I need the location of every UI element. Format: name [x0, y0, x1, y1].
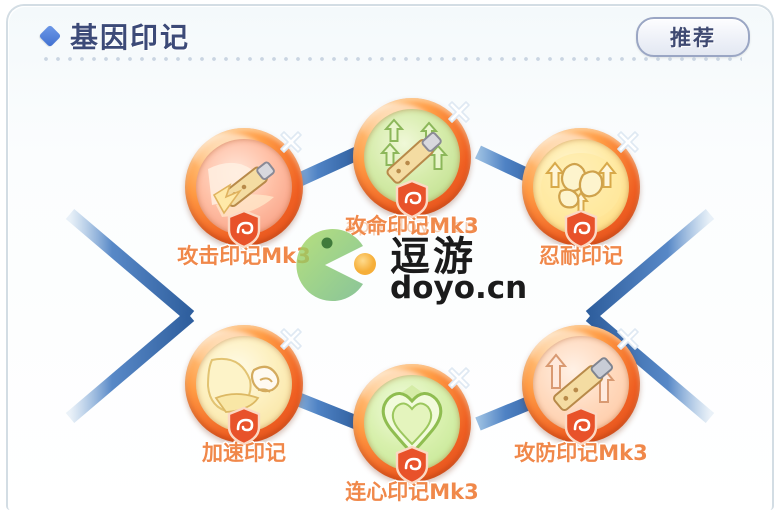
- gene-node-attack-mark-mk3[interactable]: 攻击印记Mk3: [177, 128, 311, 268]
- gene-mark-panel: 基因印记 推荐: [6, 4, 774, 510]
- heart-icon: [381, 385, 443, 456]
- gene-node-linked-heart-mark-mk3[interactable]: 连心印记Mk3: [345, 364, 479, 504]
- gene-node-attack-life-mark-mk3[interactable]: 攻命印记Mk3: [345, 98, 479, 238]
- sword-shield-arrows-icon: [544, 353, 616, 412]
- x-close-icon[interactable]: [271, 319, 311, 359]
- mark-emblem-badge: [395, 180, 429, 218]
- header-divider: [40, 56, 742, 62]
- node-face: [533, 139, 629, 235]
- mark-emblem-badge: [395, 446, 429, 484]
- gene-node-speed-mark[interactable]: 加速印记: [185, 325, 303, 465]
- sword-arrows-icon: [379, 118, 449, 184]
- node-label: 加速印记: [202, 441, 286, 465]
- x-close-icon[interactable]: [439, 358, 479, 398]
- node-label: 忍耐印记: [539, 244, 623, 268]
- wing-feather-icon: [206, 358, 280, 414]
- page-title-label: 基因印记: [70, 21, 191, 54]
- page-title: 基因印记: [38, 16, 191, 56]
- node-face: [533, 336, 629, 432]
- x-close-icon[interactable]: [608, 319, 648, 359]
- gene-node-attack-defense-mark-mk3[interactable]: 攻防印记Mk3: [514, 325, 648, 465]
- diamond-icon: [38, 24, 62, 48]
- sword-slash-icon: [208, 161, 275, 217]
- recommend-button[interactable]: 推荐: [636, 17, 750, 57]
- node-label: 攻击印记Mk3: [177, 244, 311, 268]
- node-label: 攻命印记Mk3: [345, 214, 479, 238]
- gene-node-endurance-mark[interactable]: 忍耐印记: [522, 128, 640, 268]
- mark-emblem-badge: [564, 407, 598, 445]
- x-close-icon[interactable]: [608, 122, 648, 162]
- mark-emblem-badge: [564, 210, 598, 248]
- recommend-button-label: 推荐: [670, 26, 716, 50]
- mark-emblem-badge: [227, 210, 261, 248]
- x-close-icon[interactable]: [439, 92, 479, 132]
- panel-header: 基因印记 推荐: [8, 6, 772, 66]
- mark-emblem-badge: [227, 407, 261, 445]
- x-close-icon[interactable]: [271, 122, 311, 162]
- node-label: 连心印记Mk3: [345, 480, 479, 504]
- shield-arrows-icon: [541, 153, 621, 221]
- node-label: 攻防印记Mk3: [514, 441, 648, 465]
- gene-mark-graph: 攻击印记Mk3: [8, 66, 772, 510]
